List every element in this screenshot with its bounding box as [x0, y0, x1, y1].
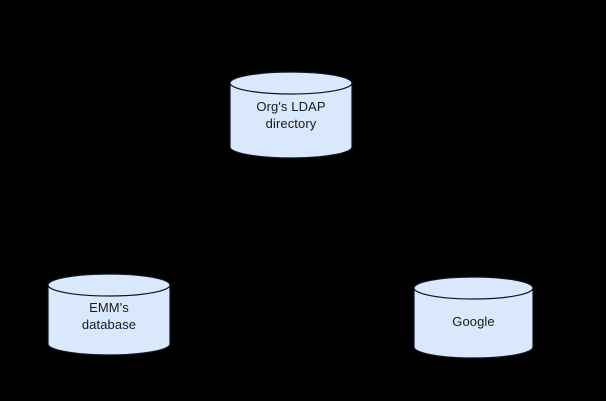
cylinder-shape-orgs-ldap-directory — [229, 71, 353, 159]
node-orgs-ldap-directory[interactable]: Org's LDAP directory — [229, 71, 353, 159]
node-google[interactable]: Google — [413, 276, 534, 359]
cylinder-shape-emms-database — [47, 273, 171, 356]
node-emms-database[interactable]: EMM's database — [47, 273, 171, 356]
cylinder-shape-google — [413, 276, 534, 359]
